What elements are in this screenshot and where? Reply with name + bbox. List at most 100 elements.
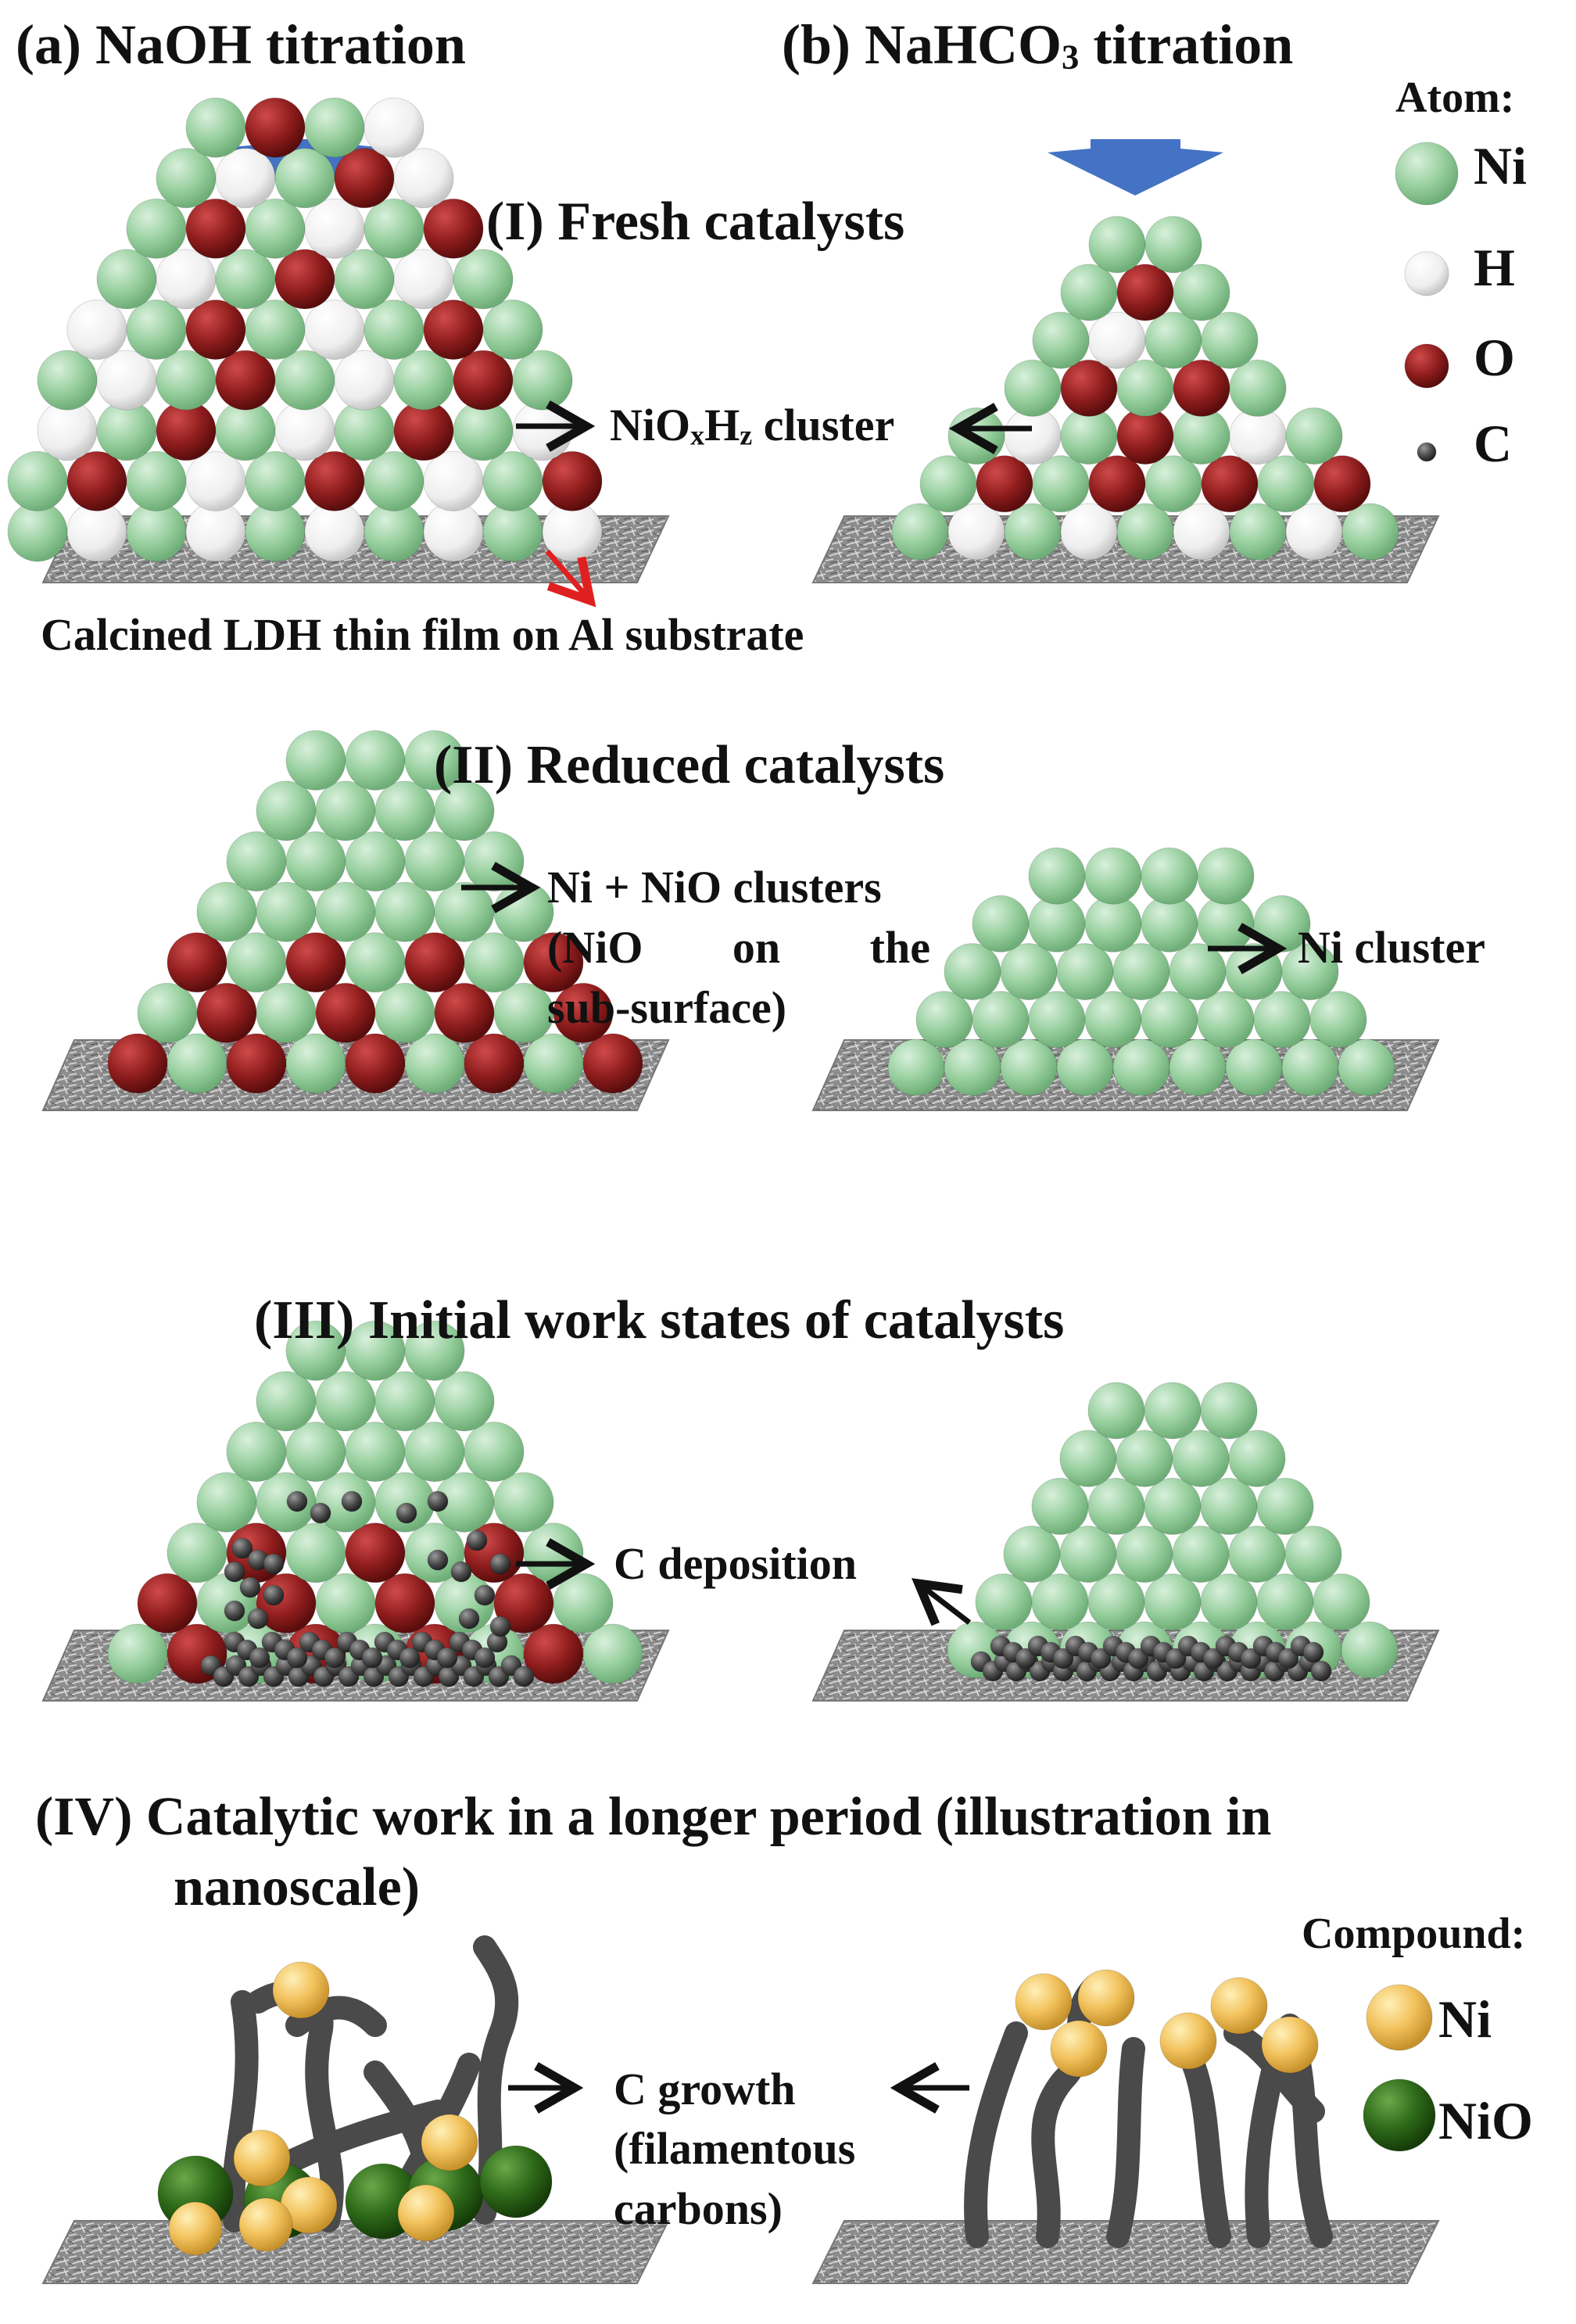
ni-atom [1257, 455, 1315, 513]
ni-atom [404, 1033, 465, 1094]
c-atom [286, 1490, 308, 1512]
c-atom [489, 1616, 511, 1637]
ni-atom [245, 198, 306, 259]
ni-atom [915, 991, 973, 1049]
legend-atom-c: C [1474, 414, 1513, 473]
h-atom [1088, 311, 1146, 369]
ni-atom [374, 881, 435, 942]
ni-atom [1141, 847, 1198, 905]
h-atom [393, 249, 454, 310]
c-atom [341, 1490, 363, 1512]
c-atom [474, 1584, 496, 1606]
h-atom [1173, 503, 1230, 561]
ni-atom [345, 730, 406, 791]
ni-atom [1200, 1477, 1258, 1535]
ni-atom [1087, 1382, 1145, 1440]
ni-atom [1197, 991, 1255, 1049]
label-ni-nio-line2: (NiO on the [547, 923, 930, 973]
o-atom [66, 450, 127, 511]
ni-atom [972, 991, 1030, 1049]
section-fresh: (I) Fresh catalysts [486, 192, 905, 252]
ni-atom [345, 1422, 406, 1483]
c-atom [1277, 1648, 1299, 1669]
legend-compound-swatches [1363, 1984, 1436, 2152]
ni-atom [1031, 1573, 1089, 1631]
header-nahco3-prefix: (b) NaHCO [782, 13, 1062, 76]
ni-atom [374, 1371, 435, 1432]
h-atom [423, 450, 484, 511]
c-atom [450, 1561, 472, 1583]
o-atom [107, 1033, 168, 1094]
c-atom [1090, 1648, 1112, 1669]
ni-atom [1285, 407, 1343, 465]
h-atom [156, 249, 217, 310]
ni-atom [1056, 943, 1114, 1001]
ni-atom [364, 450, 424, 511]
header-naoh: (a) NaOH titration [16, 13, 466, 76]
o-atom [523, 932, 584, 993]
o-atom [245, 97, 306, 158]
ni-atom [364, 198, 424, 259]
ni-atom [891, 503, 949, 561]
ni-atom [1172, 1526, 1230, 1583]
ni-atom [482, 299, 543, 360]
atom-group [7, 97, 1399, 1687]
ni-atom [1141, 991, 1198, 1049]
ni-atom [1056, 1038, 1114, 1096]
ni-atom [274, 350, 335, 411]
ni-atom [256, 780, 317, 841]
ni-atom [919, 455, 977, 513]
ni-atom [1338, 1038, 1395, 1096]
ni-atom [404, 1320, 465, 1381]
ni-atom [493, 982, 554, 1043]
ni-atom [434, 1371, 495, 1432]
ni-atom [493, 881, 554, 942]
o-atom [582, 1033, 643, 1094]
ni-atom [226, 932, 287, 993]
ni-atom [364, 299, 424, 360]
o-atom [137, 1573, 198, 1634]
ni-atom [582, 1623, 643, 1684]
ni-atom [226, 1422, 287, 1483]
label-ni-nio-line1: Ni + NiO clusters [547, 862, 882, 913]
ni-atom [285, 730, 346, 791]
ni-atom [1229, 359, 1287, 417]
ni-atom [1116, 1429, 1173, 1487]
ni-atom [315, 1573, 376, 1634]
ni-atom [404, 1422, 465, 1483]
arrow-c-deposition-right [912, 1578, 972, 1626]
o-atom [1060, 359, 1118, 417]
ni-atom [156, 350, 217, 411]
label-c-growth-line2: (filamentous [614, 2123, 856, 2174]
ni-atom [1229, 503, 1287, 561]
ni-atom [315, 780, 376, 841]
ni-atom [196, 881, 257, 942]
ni-atom [512, 350, 573, 411]
ni-atom [96, 249, 157, 310]
ni-atom [1201, 311, 1259, 369]
ni-atom [393, 350, 454, 411]
header-nahco3-suffix: titration [1079, 13, 1294, 76]
o-atom [345, 1033, 406, 1094]
h-atom [304, 299, 365, 360]
ni-atom [944, 943, 1001, 1001]
substrate-plate-7 [41, 2220, 670, 2284]
o-atom [1313, 455, 1371, 513]
c-atom [263, 1584, 285, 1606]
label-cluster: NiOxHz cluster [610, 400, 894, 451]
o-atom [1173, 359, 1230, 417]
c-atom [466, 1530, 488, 1551]
ni-atom [1088, 216, 1146, 274]
ni-atom [972, 895, 1030, 952]
label-ni-nio-word1: (NiO [547, 922, 643, 973]
ni-atom [1144, 216, 1202, 274]
c-atom [474, 1647, 496, 1669]
ni-atom [226, 831, 287, 892]
label-cluster-a: NiO [610, 400, 691, 450]
red-arrow-substrate [545, 549, 596, 608]
legend-compound-ni: Ni [1438, 1989, 1492, 2049]
ni-atom [1144, 311, 1202, 369]
c-atom [361, 1647, 383, 1669]
o-atom [976, 455, 1033, 513]
ni-atom [975, 1573, 1033, 1631]
